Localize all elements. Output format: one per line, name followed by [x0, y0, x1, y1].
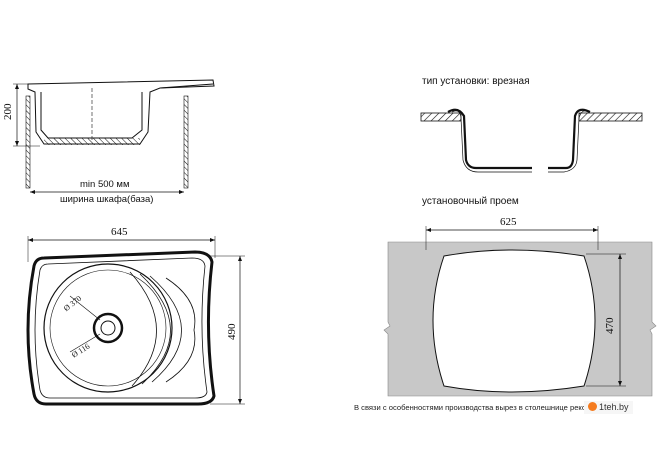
side-bottom-hatch: [44, 138, 140, 145]
cabinet-width-label: ширина шкафа(база): [60, 194, 154, 205]
dim-645-label: 645: [111, 226, 128, 238]
cutout-view: [383, 226, 657, 397]
install-type-label: тип установки: врезная: [422, 76, 530, 87]
drainboard-curve-1: [129, 271, 157, 387]
footer-note: В связи с особенностями производства выр…: [354, 403, 596, 412]
drainboard-curve-3: [149, 275, 182, 383]
side-drainboard: [159, 83, 214, 89]
install-profile: [420, 108, 643, 173]
drain-inner: [100, 320, 116, 336]
brand-text: 1teh.by: [599, 402, 629, 412]
drainboard-curve-4: [165, 277, 196, 383]
bowl-circle: [43, 263, 173, 393]
countertop-left: [420, 112, 462, 122]
sink-profile-left: [447, 108, 532, 170]
brand-dot-icon: [588, 402, 597, 411]
side-rim: [27, 79, 215, 145]
dim-625-label: 625: [500, 216, 517, 228]
dim-490-label: 490: [226, 323, 238, 341]
top-view: [26, 236, 245, 406]
cutout-title-label: установочный проем: [422, 196, 519, 207]
drain-dia-leader: [69, 333, 101, 353]
brand-badge[interactable]: 1teh.by: [584, 401, 633, 414]
sink-outline-outer: [26, 250, 216, 406]
sink-profile-right: [548, 108, 591, 170]
drain-outer: [92, 312, 124, 344]
cabinet-wall-left: [25, 95, 31, 189]
min-width-label: min 500 мм: [80, 179, 130, 190]
drainboard-curve-2: [139, 273, 171, 385]
cabinet-wall-right: [183, 95, 189, 189]
sink-outline-inner: [34, 257, 208, 399]
bowl-dia-leader: [69, 295, 101, 321]
dim-470-label: 470: [604, 317, 616, 335]
side-view: [13, 79, 215, 194]
dim-200-label: 200: [2, 103, 14, 121]
bowl-circle-inner: [49, 269, 167, 387]
sink-profile-left-inner: [451, 110, 532, 173]
sink-profile-right-inner: [548, 110, 589, 173]
countertop-right: [578, 112, 643, 122]
side-inner: [40, 92, 143, 139]
cutout-opening: [432, 249, 596, 393]
